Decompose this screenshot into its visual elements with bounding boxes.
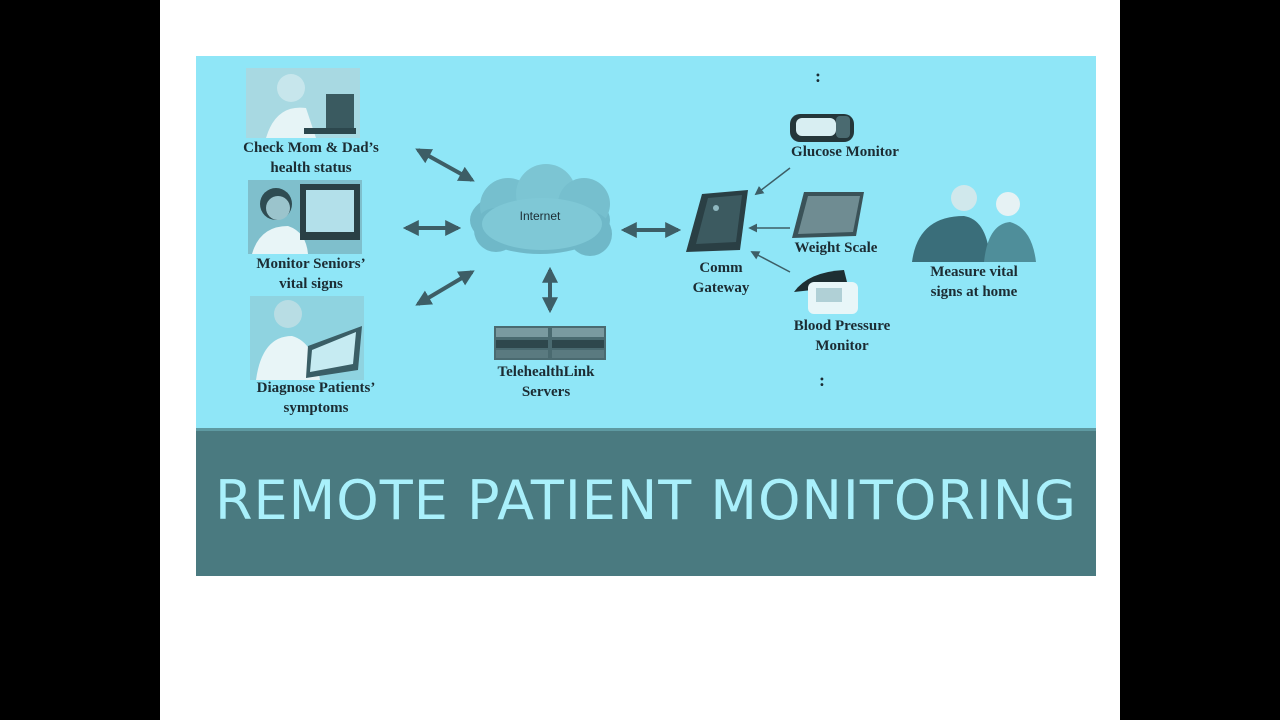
internet-cloud-icon	[470, 164, 612, 256]
internet-label: Internet	[519, 209, 561, 223]
blood-pressure-monitor-icon	[794, 270, 858, 314]
monitor-seniors-label: Monitor Seniors’ vital signs	[256, 256, 366, 292]
blood-pressure-label: Blood Pressure Monitor	[793, 318, 891, 354]
glucose-monitor-label: Glucose Monitor	[791, 144, 899, 160]
diagram-graphics	[246, 68, 1036, 380]
ellipsis-bottom: :	[819, 370, 825, 390]
server-rack-icon	[494, 326, 606, 360]
ellipsis-top: :	[815, 66, 821, 86]
arrow-glucose-gateway	[754, 167, 791, 196]
weight-scale-icon	[792, 192, 864, 238]
seniors-photo	[912, 185, 1036, 262]
comm-gateway-icon	[686, 190, 748, 252]
weight-scale-label: Weight Scale	[794, 240, 878, 256]
caregiver-photo	[246, 68, 360, 138]
slide-title: REMOTE PATIENT MONITORING	[214, 469, 1078, 532]
servers-label: TelehealthLink Servers	[497, 364, 595, 400]
glucose-monitor-icon	[790, 114, 854, 142]
arrow-caregiver-internet	[415, 148, 475, 182]
diagnose-label: Diagnose Patients’ symptoms	[256, 380, 376, 416]
nurse-photo	[248, 180, 362, 254]
remote-monitoring-diagram: Check Mom & Dad’s health status Monitor …	[196, 56, 1096, 428]
arrow-bp-gateway	[750, 251, 791, 273]
check-parents-label: Check Mom & Dad’s health status	[243, 140, 379, 176]
measure-vitals-label: Measure vital signs at home	[930, 264, 1018, 300]
gateway-label: Comm Gateway	[692, 260, 750, 296]
arrow-doctor-internet	[415, 270, 475, 306]
doctor-photo	[250, 296, 364, 380]
title-banner: REMOTE PATIENT MONITORING	[196, 428, 1096, 576]
